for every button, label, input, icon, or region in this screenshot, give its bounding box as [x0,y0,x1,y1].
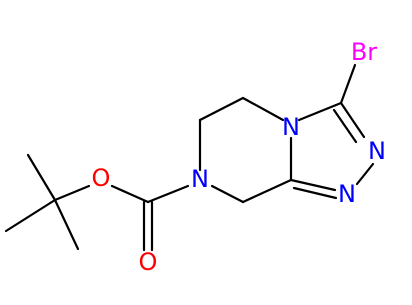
bond-c3-n2-single [339,101,366,139]
bond-carbonyl-c-n [146,184,190,204]
atom-nitrogen-triazole-2-label: N [368,137,386,165]
atom-labels: Br N N N N O O [92,38,386,276]
bond-tbu-methyl-left [4,198,57,233]
atom-oxygen-ester-label: O [92,164,111,192]
bond-c8a-c8 [241,178,293,204]
bond-n4-c3 [297,101,343,122]
atom-nitrogen-bridgehead-label: N [282,113,300,141]
bond-n2-n1 [355,162,375,186]
bond-c3-br [339,63,357,105]
bond-tbu-methyl-upper [26,153,57,202]
bond-c3-n2-double [332,108,358,144]
bond-tbu-c-o [53,184,91,202]
bond-o-carbonyl-c [110,184,150,204]
bond-c8-n7 [210,184,245,204]
bond-n1-c8a-single [289,178,337,192]
bonds [4,63,375,252]
bond-c6-c5 [198,96,245,122]
bond-n1-c8a-double [292,186,338,200]
atom-oxygen-carbonyl-label: O [139,248,158,276]
bond-c5-n4 [241,96,285,122]
bond-tbu-methyl-lower [53,198,80,251]
atom-nitrogen-triazole-1-label: N [338,180,356,208]
atom-bromine-label: Br [351,38,377,66]
atom-nitrogen-amide-label: N [191,165,209,193]
